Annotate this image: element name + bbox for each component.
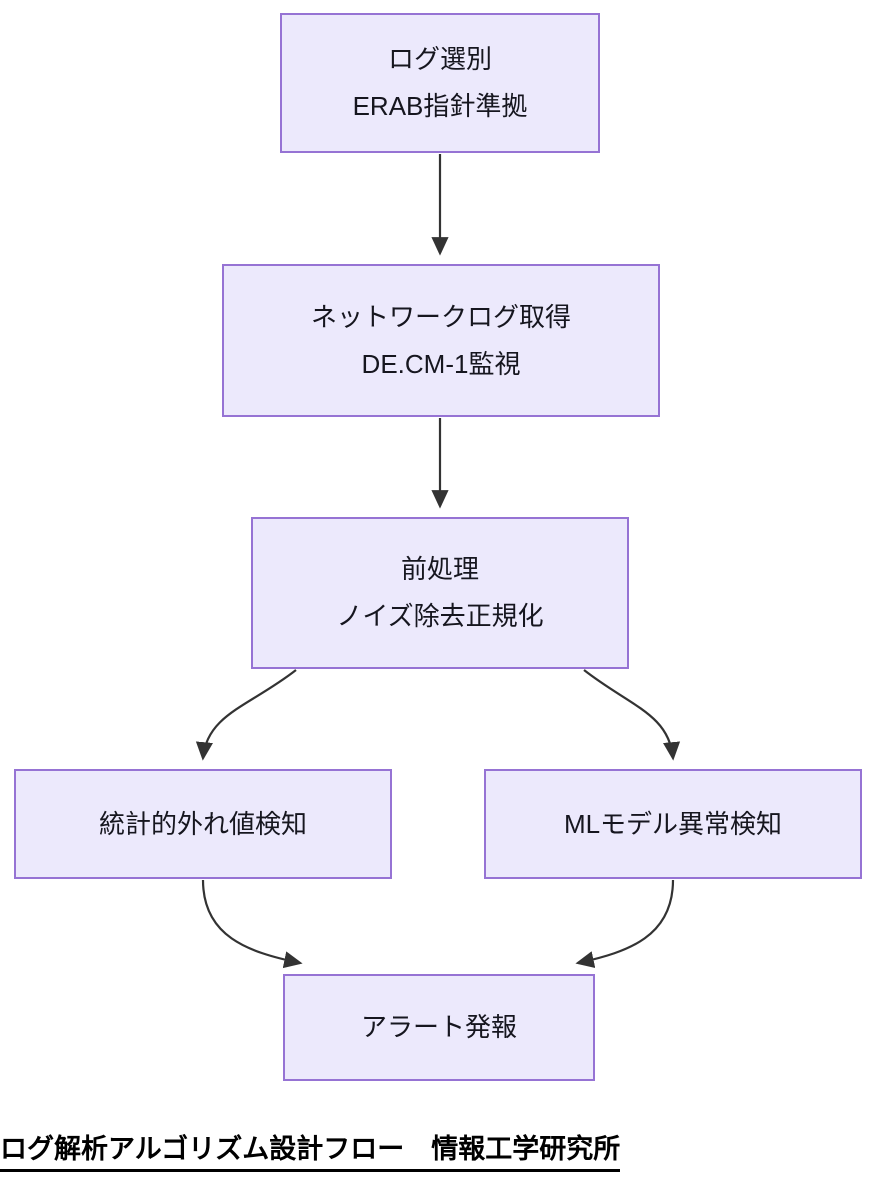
edge-stat-outlier-to-alert — [201, 879, 303, 969]
node-preprocess[interactable]: 前処理 ノイズ除去正規化 — [251, 517, 629, 669]
edge-preprocess-to-stat-outlier — [195, 669, 297, 761]
node-log-select-line-1: ログ選別 — [387, 44, 492, 74]
node-net-log-line-1: ネットワークログ取得 — [310, 301, 571, 332]
node-log-select[interactable]: ログ選別 ERAB指針準拠 — [280, 13, 600, 153]
node-ml-anomaly-line-1: MLモデル異常検知 — [563, 808, 783, 839]
node-log-select-line-2: ERAB指針準拠 — [352, 91, 528, 121]
edge-ml-anomaly-to-alert — [575, 879, 675, 969]
node-net-log-line-2: DE.CM-1監視 — [361, 348, 521, 379]
node-net-log[interactable]: ネットワークログ取得 DE.CM-1監視 — [222, 264, 660, 417]
node-stat-outlier-line-1: 統計的外れ値検知 — [98, 808, 307, 839]
node-stat-outlier[interactable]: 統計的外れ値検知 — [14, 769, 392, 879]
node-preprocess-line-1: 前処理 — [400, 554, 479, 584]
node-ml-anomaly[interactable]: MLモデル異常検知 — [484, 769, 862, 879]
node-alert[interactable]: アラート発報 — [283, 974, 595, 1081]
edge-preprocess-to-ml-anomaly — [583, 669, 681, 761]
node-alert-line-1: アラート発報 — [360, 1012, 517, 1042]
diagram-caption: ログ解析アルゴリズム設計フロー 情報工学研究所 — [0, 1127, 892, 1172]
node-preprocess-line-2: ノイズ除去正規化 — [336, 601, 544, 631]
diagram-caption-text: ログ解析アルゴリズム設計フロー 情報工学研究所 — [0, 1127, 621, 1172]
